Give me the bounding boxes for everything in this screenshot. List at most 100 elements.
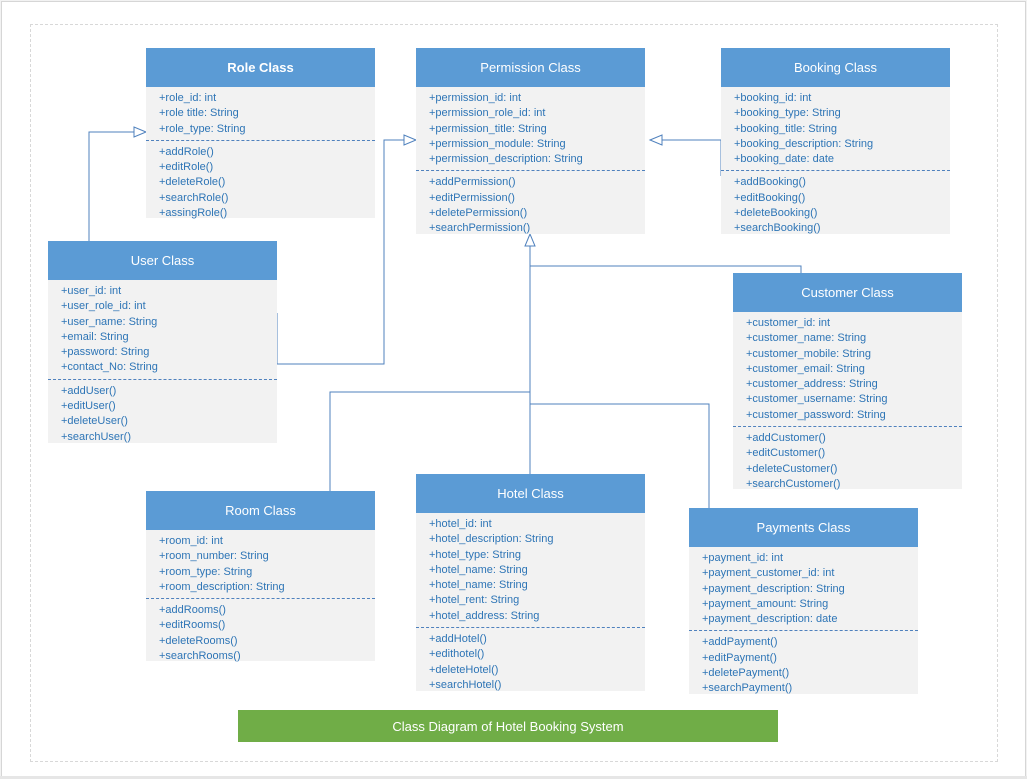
class-method: +addCustomer() <box>746 432 826 445</box>
class-method: +editRole() <box>159 161 214 174</box>
class-method: +deleteBooking() <box>734 207 818 220</box>
class-attribute: +role_id: int <box>159 92 217 104</box>
role-class-title: Role Class <box>146 48 375 87</box>
class-attribute: +customer_email: String <box>746 362 865 375</box>
user-role-connector <box>88 131 143 241</box>
class-attribute: +permission_description: String <box>429 153 583 166</box>
class-attribute: +role title: String <box>159 107 239 120</box>
class-method: +addHotel() <box>429 633 487 646</box>
room-class-methods: +addRooms()+editRooms()+deleteRooms()+se… <box>146 599 375 667</box>
role-class-attributes: +role_id: int+role title: String+role_ty… <box>146 87 375 141</box>
class-method: +editCustomer() <box>746 447 826 460</box>
class-method: +deletePayment() <box>702 667 790 680</box>
class-attribute: +payment_customer_id: int <box>702 567 835 580</box>
customer-class-box: Customer Class +customer_id: int+custome… <box>733 273 962 490</box>
class-attribute: +user_id: int <box>61 285 122 297</box>
customer-class-title: Customer Class <box>733 273 962 312</box>
bottom-strip <box>0 776 1027 779</box>
class-attribute: +room_number: String <box>159 550 269 563</box>
class-attribute: +booking_type: String <box>734 107 841 120</box>
class-method: +edithotel() <box>429 648 485 661</box>
class-attribute: +payment_amount: String <box>702 597 829 610</box>
booking-class-title: Booking Class <box>721 48 950 87</box>
class-attribute: +permission_title: String <box>429 122 547 135</box>
class-attribute: +payment_description: String <box>702 582 845 595</box>
class-attribute: +hotel_description: String <box>429 533 554 546</box>
class-method: +searchCustomer() <box>746 477 841 490</box>
class-attribute: +room_description: String <box>159 580 285 593</box>
diagram-caption: Class Diagram of Hotel Booking System <box>238 710 778 742</box>
user-class-box: User Class +user_id: int+user_role_id: i… <box>48 241 277 443</box>
class-method: +editPayment() <box>702 651 777 664</box>
hotel-class-attributes: +hotel_id: int+hotel_description: String… <box>416 513 645 629</box>
class-method: +searchRole() <box>159 191 229 204</box>
class-attribute: +booking_id: int <box>734 92 812 104</box>
class-method: +assingRole() <box>159 207 228 220</box>
class-attribute: +customer_password: String <box>746 408 886 421</box>
class-attribute: +room_id: int <box>159 535 223 547</box>
payments-class-title: Payments Class <box>689 508 918 547</box>
class-attribute: +hotel_name: String <box>429 563 528 576</box>
class-attribute: +hotel_address: String <box>429 609 540 622</box>
permission-class-attributes: +permission_id: int+permission_role_id: … <box>416 87 645 172</box>
class-attribute: +booking_title: String <box>734 122 838 135</box>
class-method: +editBooking() <box>734 191 806 204</box>
room-class-title: Room Class <box>146 491 375 530</box>
class-method: +searchHotel() <box>429 678 502 691</box>
class-attribute: +room_type: String <box>159 565 253 578</box>
customer-connector <box>530 265 802 273</box>
class-method: +editPermission() <box>429 191 515 204</box>
hotel-permission-arrowhead <box>524 232 536 247</box>
payments-connector <box>530 403 710 508</box>
hotel-class-methods: +addHotel() +edithotel() +deleteHotel() +se… <box>416 628 645 696</box>
class-attribute: +customer_name: String <box>746 332 867 345</box>
hotel-class-title: Hotel Class <box>416 474 645 513</box>
customer-class-attributes: +customer_id: int +customer_name: String +… <box>733 312 962 428</box>
customer-class-methods: +addCustomer() +editCustomer() +deleteCust… <box>733 427 962 495</box>
class-attribute: +customer_username: String <box>746 393 888 406</box>
class-method: +addRooms() <box>159 604 226 617</box>
role-class-box: Role Class +role_id: int +role title: Str… <box>146 48 375 219</box>
room-class-box: Room Class +room_id: int +room_number: St… <box>146 491 375 662</box>
booking-class-attributes: +booking_id: int +booking_type: String +bo… <box>721 87 950 172</box>
role-class-methods: +addRole()+editRole()+deleteRole()+searc… <box>146 141 375 224</box>
user-class-methods: +addUser()+editUser()+deleteUser()+searc… <box>48 380 277 448</box>
class-method: +searchPermission() <box>429 222 531 235</box>
class-attribute: +booking_date: date <box>734 153 835 166</box>
user-permission-arrowhead <box>403 134 418 146</box>
permission-class-title: Permission Class <box>416 48 645 87</box>
user-permission-connector <box>276 139 414 365</box>
class-attribute: +user_role_id: int <box>61 300 146 313</box>
class-attribute: +hotel_rent: String <box>429 594 520 607</box>
user-role-arrowhead <box>133 126 148 138</box>
class-attribute: +payment_description: date <box>702 613 838 626</box>
class-method: +addPayment() <box>702 636 778 649</box>
class-method: +deleteHotel() <box>429 663 499 676</box>
class-attribute: +email: String <box>61 330 129 343</box>
hotel-class-box: Hotel Class +hotel_id: int+hotel_descrip… <box>416 474 645 691</box>
room-class-attributes: +room_id: int +room_number: String +room_t… <box>146 530 375 600</box>
class-attribute: +customer_id: int <box>746 317 831 329</box>
payments-class-box: Payments Class +payment_id: int+payment_… <box>689 508 918 694</box>
payments-class-methods: +addPayment() +editPayment() +deletePaymen… <box>689 631 918 699</box>
class-method: +addPermission() <box>429 176 516 189</box>
class-attribute: +hotel_type: String <box>429 548 522 561</box>
class-method: +searchPayment() <box>702 682 793 695</box>
class-method: +deleteCustomer() <box>746 462 838 475</box>
permission-class-box: Permission Class +permission_id: int+per… <box>416 48 645 234</box>
class-method: +deleteRooms() <box>159 634 238 647</box>
booking-class-box: Booking Class +booking_id: int +booking_t… <box>721 48 950 234</box>
payments-class-attributes: +payment_id: int +payment_customer_id: in… <box>689 547 918 632</box>
room-connector <box>329 391 530 491</box>
user-class-attributes: +user_id: int+user_role_id: int+user_nam… <box>48 280 277 380</box>
class-method: +searchBooking() <box>734 222 821 235</box>
class-attribute: +customer_address: String <box>746 378 878 391</box>
class-method: +searchUser() <box>61 430 131 443</box>
class-attribute: +permission_role_id: int <box>429 107 546 120</box>
class-attribute: +booking_description: String <box>734 137 874 150</box>
permission-class-methods: +addPermission() +editPermission() +delete… <box>416 171 645 239</box>
class-attribute: +contact_No: String <box>61 361 158 374</box>
class-attribute: +payment_id: int <box>702 552 784 564</box>
class-method: +addBooking() <box>734 176 806 189</box>
class-method: +deletePermission() <box>429 207 528 220</box>
